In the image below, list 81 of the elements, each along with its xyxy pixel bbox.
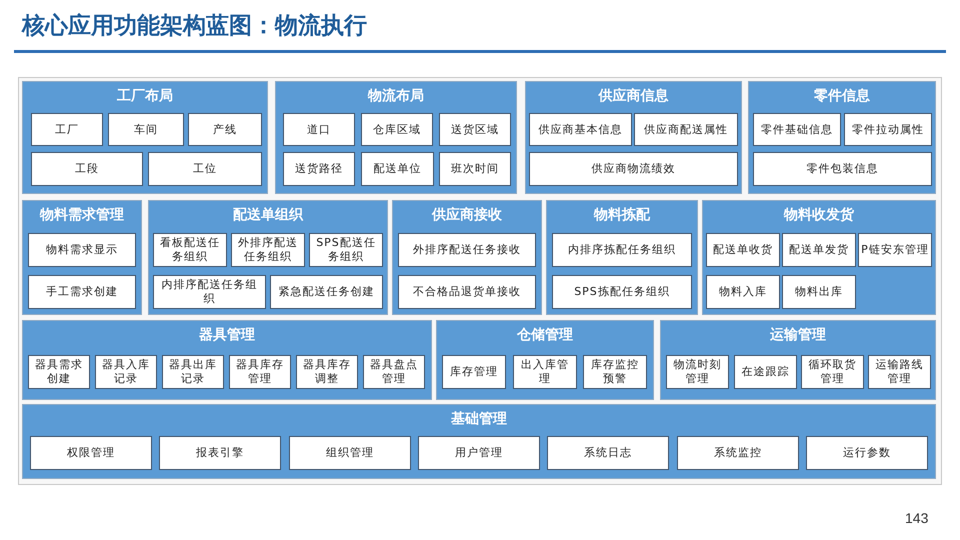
function-item: 配送单位 [361, 152, 434, 186]
function-item: 内排序拣配任务组织 [552, 233, 692, 267]
module-title: 器具管理 [198, 326, 256, 344]
function-item: 器具库存调整 [296, 355, 358, 389]
function-item: 系统日志 [547, 436, 669, 470]
function-item: 器具库存管理 [229, 355, 291, 389]
function-item: 运输路线管理 [868, 355, 931, 389]
module-title: 供应商信息 [597, 87, 670, 105]
function-item: SPS拣配任务组织 [552, 275, 692, 309]
module-panel [525, 81, 742, 194]
function-item: 零件包装信息 [753, 152, 932, 186]
module-title: 配送单组织 [232, 206, 304, 224]
function-item: 用户管理 [418, 436, 540, 470]
module-title: 供应商接收 [430, 206, 503, 224]
function-item: 道口 [283, 113, 355, 146]
function-item: 供应商基本信息 [529, 113, 632, 146]
module-panel [660, 320, 936, 400]
function-item: 组织管理 [289, 436, 411, 470]
function-item: 库存监控预警 [583, 355, 647, 389]
function-item: 系统监控 [677, 436, 799, 470]
function-item: 在途跟踪 [734, 355, 797, 389]
function-item: 内排序配送任务组织 [153, 275, 266, 309]
function-item: 循环取货管理 [801, 355, 864, 389]
module-title: 基础管理 [450, 410, 508, 428]
function-item: 器具入库记录 [95, 355, 157, 389]
module-title: 零件信息 [813, 87, 871, 105]
module-title: 运输管理 [769, 326, 827, 344]
function-item: 物料需求显示 [28, 233, 136, 267]
function-item: 产线 [188, 113, 262, 146]
module-panel [22, 200, 142, 315]
module-panel [392, 200, 542, 315]
function-item: SPS配送任务组织 [309, 233, 383, 267]
page-number: 143 [905, 510, 928, 526]
module-panel [546, 200, 698, 315]
function-item: 供应商配送属性 [634, 113, 738, 146]
function-item: 物料入库 [706, 275, 780, 309]
function-item: 出入库管理 [513, 355, 577, 389]
function-item: 配送单收货 [706, 233, 780, 267]
function-item: 不合格品退货单接收 [398, 275, 536, 309]
function-item: 器具盘点管理 [363, 355, 425, 389]
function-item: 供应商物流绩效 [529, 152, 738, 186]
module-panel [702, 200, 936, 315]
function-item: 送货区域 [439, 113, 511, 146]
function-item: 紧急配送任务创建 [270, 275, 383, 309]
function-item: 送货路径 [283, 152, 355, 186]
function-item: 报表引擎 [159, 436, 281, 470]
function-item: 手工需求创建 [28, 275, 136, 309]
module-panel [22, 81, 268, 194]
function-item: 外排序配送任务组织 [231, 233, 305, 267]
function-item: 物料出库 [782, 275, 856, 309]
module-panel [22, 320, 432, 400]
function-item: 器具需求创建 [28, 355, 90, 389]
function-item: 仓库区域 [361, 113, 433, 146]
function-item: 工位 [148, 152, 262, 186]
module-title: 物料拣配 [592, 206, 652, 224]
module-panel [275, 81, 517, 194]
function-item: 车间 [108, 113, 184, 146]
function-item: 班次时间 [439, 152, 511, 186]
function-item: 权限管理 [30, 436, 152, 470]
module-panel [748, 81, 936, 194]
module-panel [436, 320, 654, 400]
module-panel [22, 404, 936, 479]
module-panel [148, 200, 388, 315]
function-item: 零件基础信息 [753, 113, 841, 146]
function-item: P链安东管理 [858, 233, 932, 267]
function-item: 工段 [31, 152, 143, 186]
function-item: 配送单发货 [782, 233, 856, 267]
function-item: 工厂 [31, 113, 103, 146]
function-item: 看板配送任务组织 [153, 233, 227, 267]
module-title: 仓储管理 [516, 326, 574, 344]
page-title: 核心应用功能架构蓝图：物流执行 [22, 12, 367, 41]
module-title: 工厂布局 [116, 87, 174, 105]
function-item: 器具出库记录 [162, 355, 224, 389]
module-title: 物料收发货 [782, 206, 855, 224]
function-item: 外排序配送任务接收 [398, 233, 536, 267]
function-item: 运行参数 [806, 436, 928, 470]
function-item: 零件拉动属性 [844, 113, 932, 146]
module-title: 物料需求管理 [38, 206, 125, 224]
function-item: 物流时刻管理 [666, 355, 729, 389]
function-item: 库存管理 [442, 355, 506, 389]
module-title: 物流布局 [366, 87, 425, 105]
